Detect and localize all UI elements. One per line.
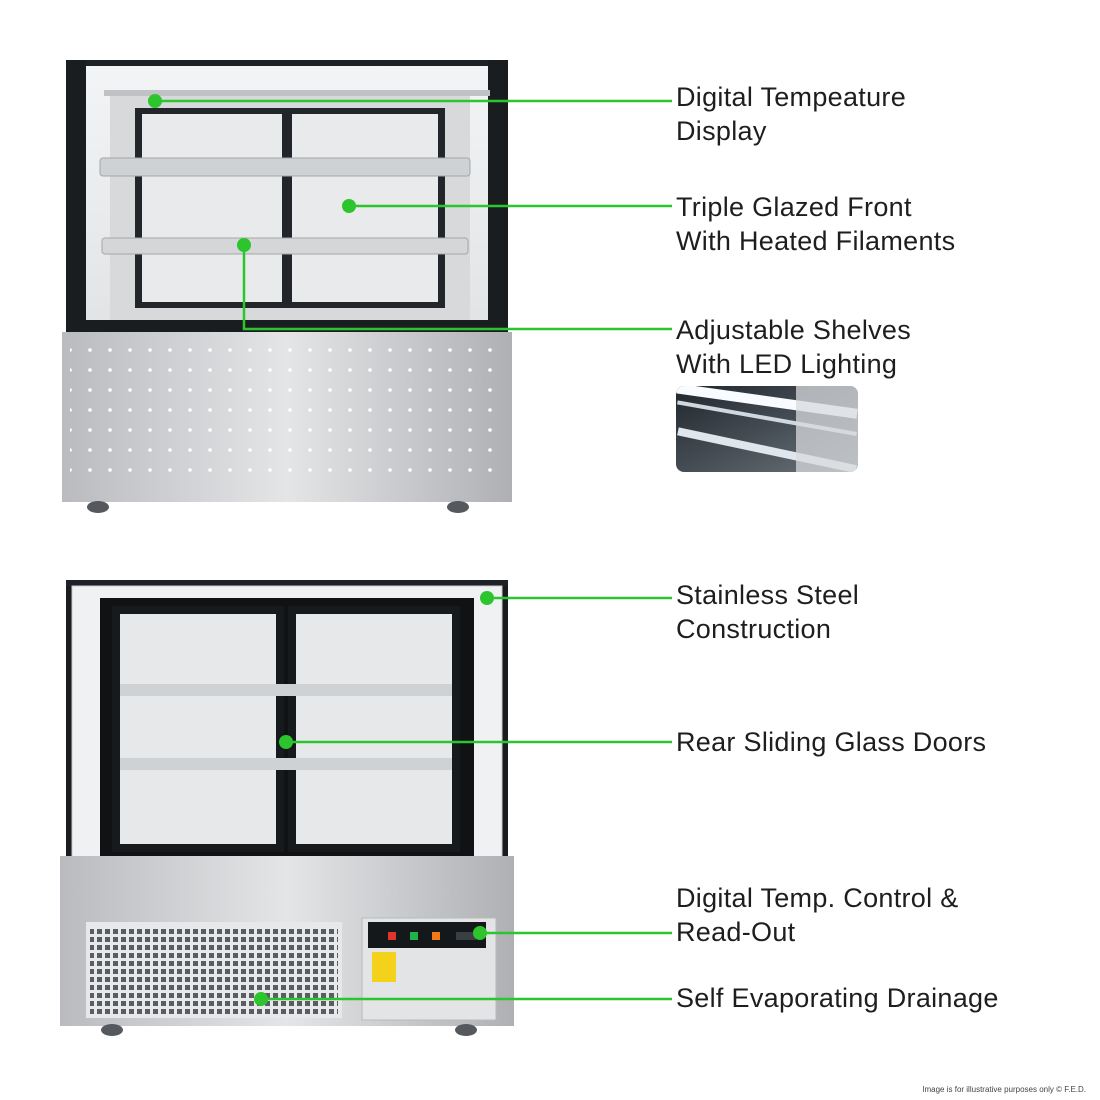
callout-line: Display	[676, 116, 767, 146]
footer-disclaimer: Image is for illustrative purposes only …	[922, 1085, 1086, 1094]
callout-dots	[148, 94, 494, 1006]
warning-label	[372, 952, 396, 982]
callout-temp-display: Digital Tempeature Display	[676, 80, 906, 148]
callout-line: Rear Sliding Glass Doors	[676, 727, 987, 757]
shelf-upper	[99, 157, 471, 177]
callout-line: Stainless Steel	[676, 580, 860, 610]
dot-sliding-doors	[279, 735, 293, 749]
caster-rear-right	[455, 1024, 477, 1036]
callout-line: Digital Temp. Control &	[676, 883, 959, 913]
dot-temp-display	[148, 94, 162, 108]
cabinet-right-frame	[488, 60, 508, 332]
dot-triple-glazed	[342, 199, 356, 213]
callout-line: Read-Out	[676, 917, 796, 947]
callout-stainless: Stainless Steel Construction	[676, 578, 859, 646]
caster-rear-left	[101, 1024, 123, 1036]
callout-line: Digital Tempeature	[676, 82, 907, 112]
callout-line: With Heated Filaments	[676, 226, 956, 256]
shelf-lower	[101, 237, 469, 255]
led-shelf-inset-image	[676, 386, 858, 472]
dot-shelves	[237, 238, 251, 252]
front-display-cabinet	[62, 60, 512, 513]
caster-right	[447, 501, 469, 513]
cabinet-left-frame	[66, 60, 86, 332]
caster-left	[87, 501, 109, 513]
connector-shelves	[242, 245, 672, 331]
cabinet-top-glass	[66, 60, 508, 66]
callout-shelves: Adjustable Shelves With LED Lighting	[676, 313, 911, 381]
callout-sliding-doors: Rear Sliding Glass Doors	[676, 725, 986, 759]
rear-display-cabinet	[60, 580, 514, 1036]
callout-line: With LED Lighting	[676, 349, 898, 379]
dot-drainage	[254, 992, 268, 1006]
rear-top-glass	[66, 580, 508, 586]
callout-temp-control: Digital Temp. Control & Read-Out	[676, 881, 959, 949]
callout-line: Triple Glazed Front	[676, 192, 912, 222]
dot-temp-control	[473, 926, 487, 940]
callout-line: Adjustable Shelves	[676, 315, 912, 345]
callout-line: Construction	[676, 614, 832, 644]
dot-stainless	[480, 591, 494, 605]
callout-line: Self Evaporating Drainage	[676, 983, 999, 1013]
callout-connectors	[155, 99, 672, 1001]
callout-drainage: Self Evaporating Drainage	[676, 981, 999, 1015]
callout-triple-glazed: Triple Glazed Front With Heated Filament…	[676, 190, 955, 258]
